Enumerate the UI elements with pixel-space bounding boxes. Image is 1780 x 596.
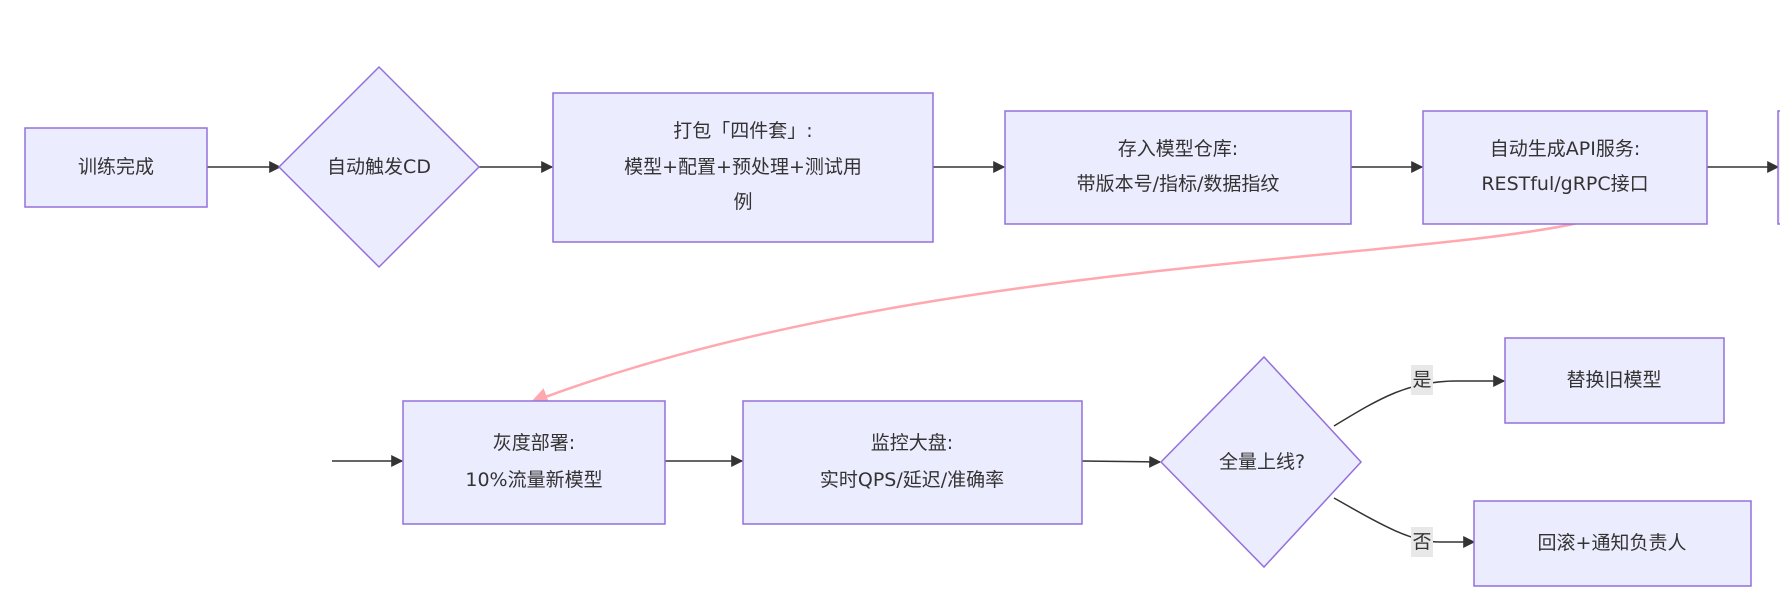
node-replace-old[interactable]: 替换旧模型 — [1504, 337, 1725, 424]
edges — [206, 161, 1780, 548]
node-package-line-1: 打包「四件套」: — [673, 120, 812, 142]
node-gen-api-line-2: RESTful/gRPC接口 — [1481, 173, 1648, 195]
node-gen-api[interactable]: 自动生成API服务: RESTful/gRPC接口 — [1422, 110, 1708, 225]
node-store-repo[interactable]: 存入模型仓库: 带版本号/指标/数据指纹 — [1004, 110, 1352, 225]
edge-monitor-to-full — [1081, 455, 1162, 468]
edge-label-yes-text: 是 — [1412, 369, 1431, 391]
node-monitor-line-1: 监控大盘: — [871, 432, 953, 454]
node-gray-deploy[interactable]: 灰度部署: 10%流量新模型 — [402, 400, 666, 525]
edge-label-no: 否 — [1411, 527, 1433, 557]
node-gray-deploy-line-1: 灰度部署: — [493, 432, 575, 454]
node-store-repo-line-1: 存入模型仓库: — [1118, 138, 1238, 160]
node-full-release[interactable]: 全量上线? — [1159, 355, 1363, 569]
edge-api-to-gray-highlight — [530, 221, 1579, 405]
node-train-done-text: 训练完成 — [78, 156, 154, 178]
node-gray-deploy-line-2: 10%流量新模型 — [465, 469, 602, 491]
node-package[interactable]: 打包「四件套」: 模型+配置+预处理+测试用 例 — [552, 92, 934, 243]
node-gen-api-line-1: 自动生成API服务: — [1490, 138, 1640, 160]
node-store-repo-line-2: 带版本号/指标/数据指纹 — [1077, 173, 1280, 195]
edge-full-to-rollback — [1333, 497, 1476, 548]
node-trigger-cd[interactable]: 自动触发CD — [277, 65, 481, 269]
node-full-release-text: 全量上线? — [1219, 451, 1305, 473]
node-offscreen-next — [1777, 110, 1780, 225]
edge-full-to-replace — [1333, 375, 1506, 427]
node-monitor-line-2: 实时QPS/延迟/准确率 — [820, 469, 1004, 491]
node-replace-old-text: 替换旧模型 — [1566, 369, 1661, 391]
edge-label-no-text: 否 — [1412, 531, 1431, 553]
node-package-line-3: 例 — [733, 191, 752, 213]
node-monitor[interactable]: 监控大盘: 实时QPS/延迟/准确率 — [742, 400, 1083, 525]
node-trigger-cd-text: 自动触发CD — [327, 156, 431, 178]
node-rollback-text: 回滚+通知负责人 — [1538, 532, 1687, 554]
node-rollback[interactable]: 回滚+通知负责人 — [1473, 500, 1752, 587]
node-train-done[interactable]: 训练完成 — [24, 127, 208, 208]
edge-label-yes: 是 — [1411, 365, 1433, 395]
node-package-line-2: 模型+配置+预处理+测试用 — [624, 156, 862, 178]
